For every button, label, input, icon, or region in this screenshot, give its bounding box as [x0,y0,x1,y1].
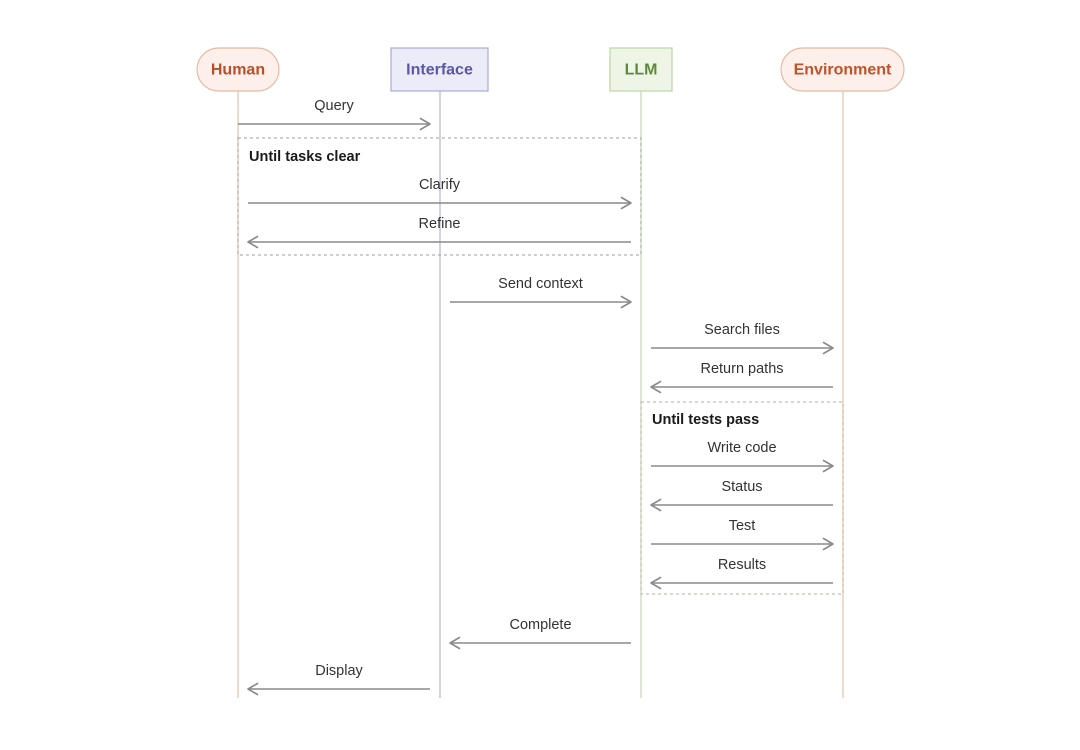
loop-until-tests-pass: Until tests pass [640,401,844,595]
loop-border [640,401,844,595]
participant-interface[interactable]: Interface [390,47,489,92]
msg-results: Results [650,557,833,590]
arrow-head-icon [449,636,461,650]
message-label: Display [315,663,363,679]
msg-status: Status [650,479,833,512]
arrow-head-icon [419,117,431,131]
arrow-head-icon [247,682,259,696]
loop-until-tasks-clear: Until tasks clear [237,137,642,256]
arrow-head-icon [650,498,662,512]
arrow-head-icon [650,380,662,394]
message-label: Results [718,557,766,573]
participant-box[interactable] [196,47,280,92]
msg-refine: Refine [247,216,631,249]
participant-environment[interactable]: Environment [780,47,905,92]
arrow-head-icon [650,576,662,590]
msg-query: Query [238,98,431,131]
message-label: Status [721,479,762,495]
msg-clarify: Clarify [248,177,632,210]
participant-box[interactable] [780,47,905,92]
participant-llm[interactable]: LLM [609,47,673,92]
arrow-head-icon [620,196,632,210]
arrow-head-icon [247,235,259,249]
participant-label: LLM [625,62,658,79]
message-label: Query [314,98,354,114]
msg-send-context: Send context [450,276,632,309]
lifelines-layer [237,91,844,698]
participant-human[interactable]: Human [196,47,280,92]
loop-label: Until tasks clear [249,149,361,165]
participant-label: Interface [406,62,473,79]
arrow-head-icon [822,459,834,473]
arrow-head-icon [822,341,834,355]
msg-write-code: Write code [651,440,834,473]
arrow-head-icon [822,537,834,551]
message-label: Return paths [700,361,783,377]
message-label: Clarify [419,177,461,193]
message-label: Send context [498,276,583,292]
msg-complete: Complete [449,617,631,650]
participant-box[interactable] [390,47,489,92]
loop-label: Until tests pass [652,412,759,428]
message-label: Search files [704,322,780,338]
participant-label: Environment [794,62,892,79]
loop-border [237,137,642,256]
message-label: Write code [707,440,776,456]
msg-return-paths: Return paths [650,361,833,394]
message-label: Test [729,518,756,534]
message-label: Refine [419,216,461,232]
msg-test: Test [651,518,834,551]
participant-label: Human [211,62,265,79]
msg-search-files: Search files [651,322,834,355]
msg-display: Display [247,663,430,696]
message-label: Complete [509,617,571,633]
participant-box[interactable] [609,47,673,92]
arrow-head-icon [620,295,632,309]
participants-layer: Human Interface LLM Environment [196,47,905,92]
